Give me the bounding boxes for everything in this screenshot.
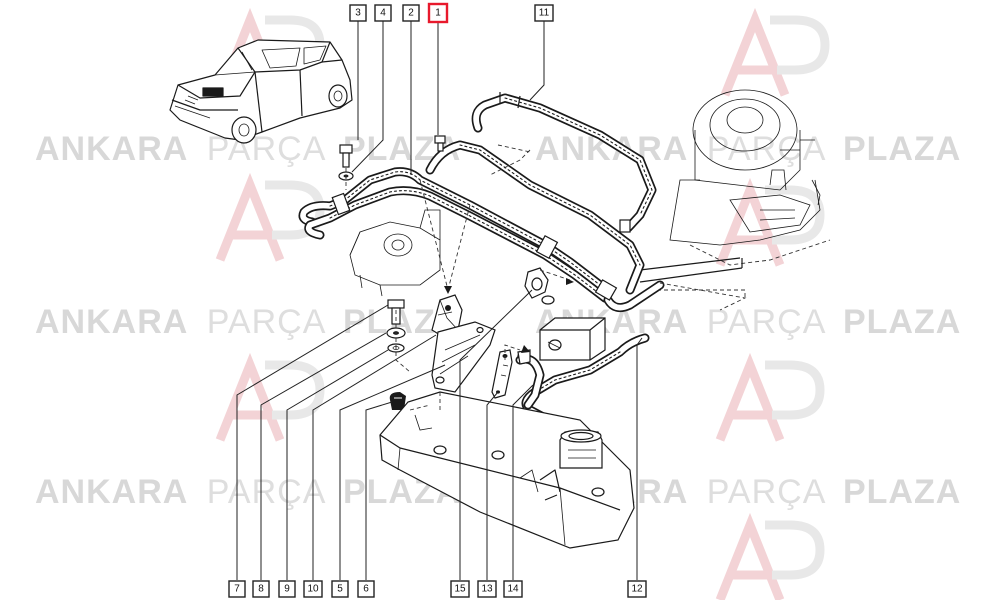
- svg-text:6: 6: [363, 584, 369, 595]
- watermark-row-3-left: ANKARA PARÇA PLAZA: [35, 473, 461, 511]
- callout-1[interactable]: 1: [427, 2, 449, 24]
- svg-text:10: 10: [307, 584, 319, 595]
- hose-3: [425, 140, 645, 295]
- leader-lines: [236, 20, 643, 580]
- svg-text:3: 3: [355, 8, 361, 19]
- engine-assembly-right: [669, 89, 831, 266]
- valve-block: [539, 317, 606, 361]
- callout-11[interactable]: 11: [534, 4, 554, 22]
- callout-3[interactable]: 3: [349, 4, 367, 22]
- callout-15[interactable]: 15: [450, 580, 470, 598]
- svg-text:13: 13: [481, 584, 493, 595]
- callout-8[interactable]: 8: [252, 580, 270, 598]
- svg-text:11: 11: [539, 8, 550, 19]
- car-illustration: [169, 39, 353, 144]
- hose-elbow-right: [603, 280, 665, 313]
- grommet-6: [389, 392, 406, 410]
- svg-text:9: 9: [284, 584, 290, 595]
- watermark-row-2-right: ANKARA PARÇA PLAZA: [535, 303, 961, 341]
- callout-9[interactable]: 9: [278, 580, 296, 598]
- callout-7[interactable]: 7: [228, 580, 246, 598]
- svg-text:4: 4: [380, 8, 386, 19]
- callouts: 3 4 2 1 11 7 8 9 10 5 6 15 13 14 12: [228, 2, 647, 598]
- svg-text:1: 1: [435, 8, 441, 19]
- hose-clamp: [517, 267, 555, 365]
- rocker-cover: [379, 391, 635, 549]
- svg-text:2: 2: [408, 8, 414, 19]
- callout-5[interactable]: 5: [331, 580, 349, 598]
- hose-2: [298, 167, 605, 290]
- callout-12[interactable]: 12: [627, 580, 647, 598]
- hose-11: [471, 92, 657, 233]
- callout-6[interactable]: 6: [357, 580, 375, 598]
- callout-4[interactable]: 4: [374, 4, 392, 22]
- hose-connectors: [331, 192, 631, 301]
- svg-text:7: 7: [234, 584, 240, 595]
- engine-block-left: [349, 209, 441, 297]
- svg-text:15: 15: [454, 584, 466, 595]
- svg-text:12: 12: [631, 584, 643, 595]
- callout-10[interactable]: 10: [303, 580, 323, 598]
- svg-text:5: 5: [337, 584, 343, 595]
- assembly-guides: [345, 144, 747, 411]
- callout-2[interactable]: 2: [402, 4, 420, 22]
- svg-text:14: 14: [507, 584, 519, 595]
- engine-pipe: [639, 257, 746, 300]
- clip-13: [491, 349, 513, 399]
- watermark-row-1-right: ANKARA PARÇA PLAZA: [535, 130, 961, 168]
- callout-13[interactable]: 13: [477, 580, 497, 598]
- callout-14[interactable]: 14: [503, 580, 523, 598]
- bolt-1: [434, 135, 446, 152]
- hose-1: [304, 186, 610, 303]
- assembly-arrows: [444, 278, 574, 353]
- svg-text:8: 8: [258, 584, 264, 595]
